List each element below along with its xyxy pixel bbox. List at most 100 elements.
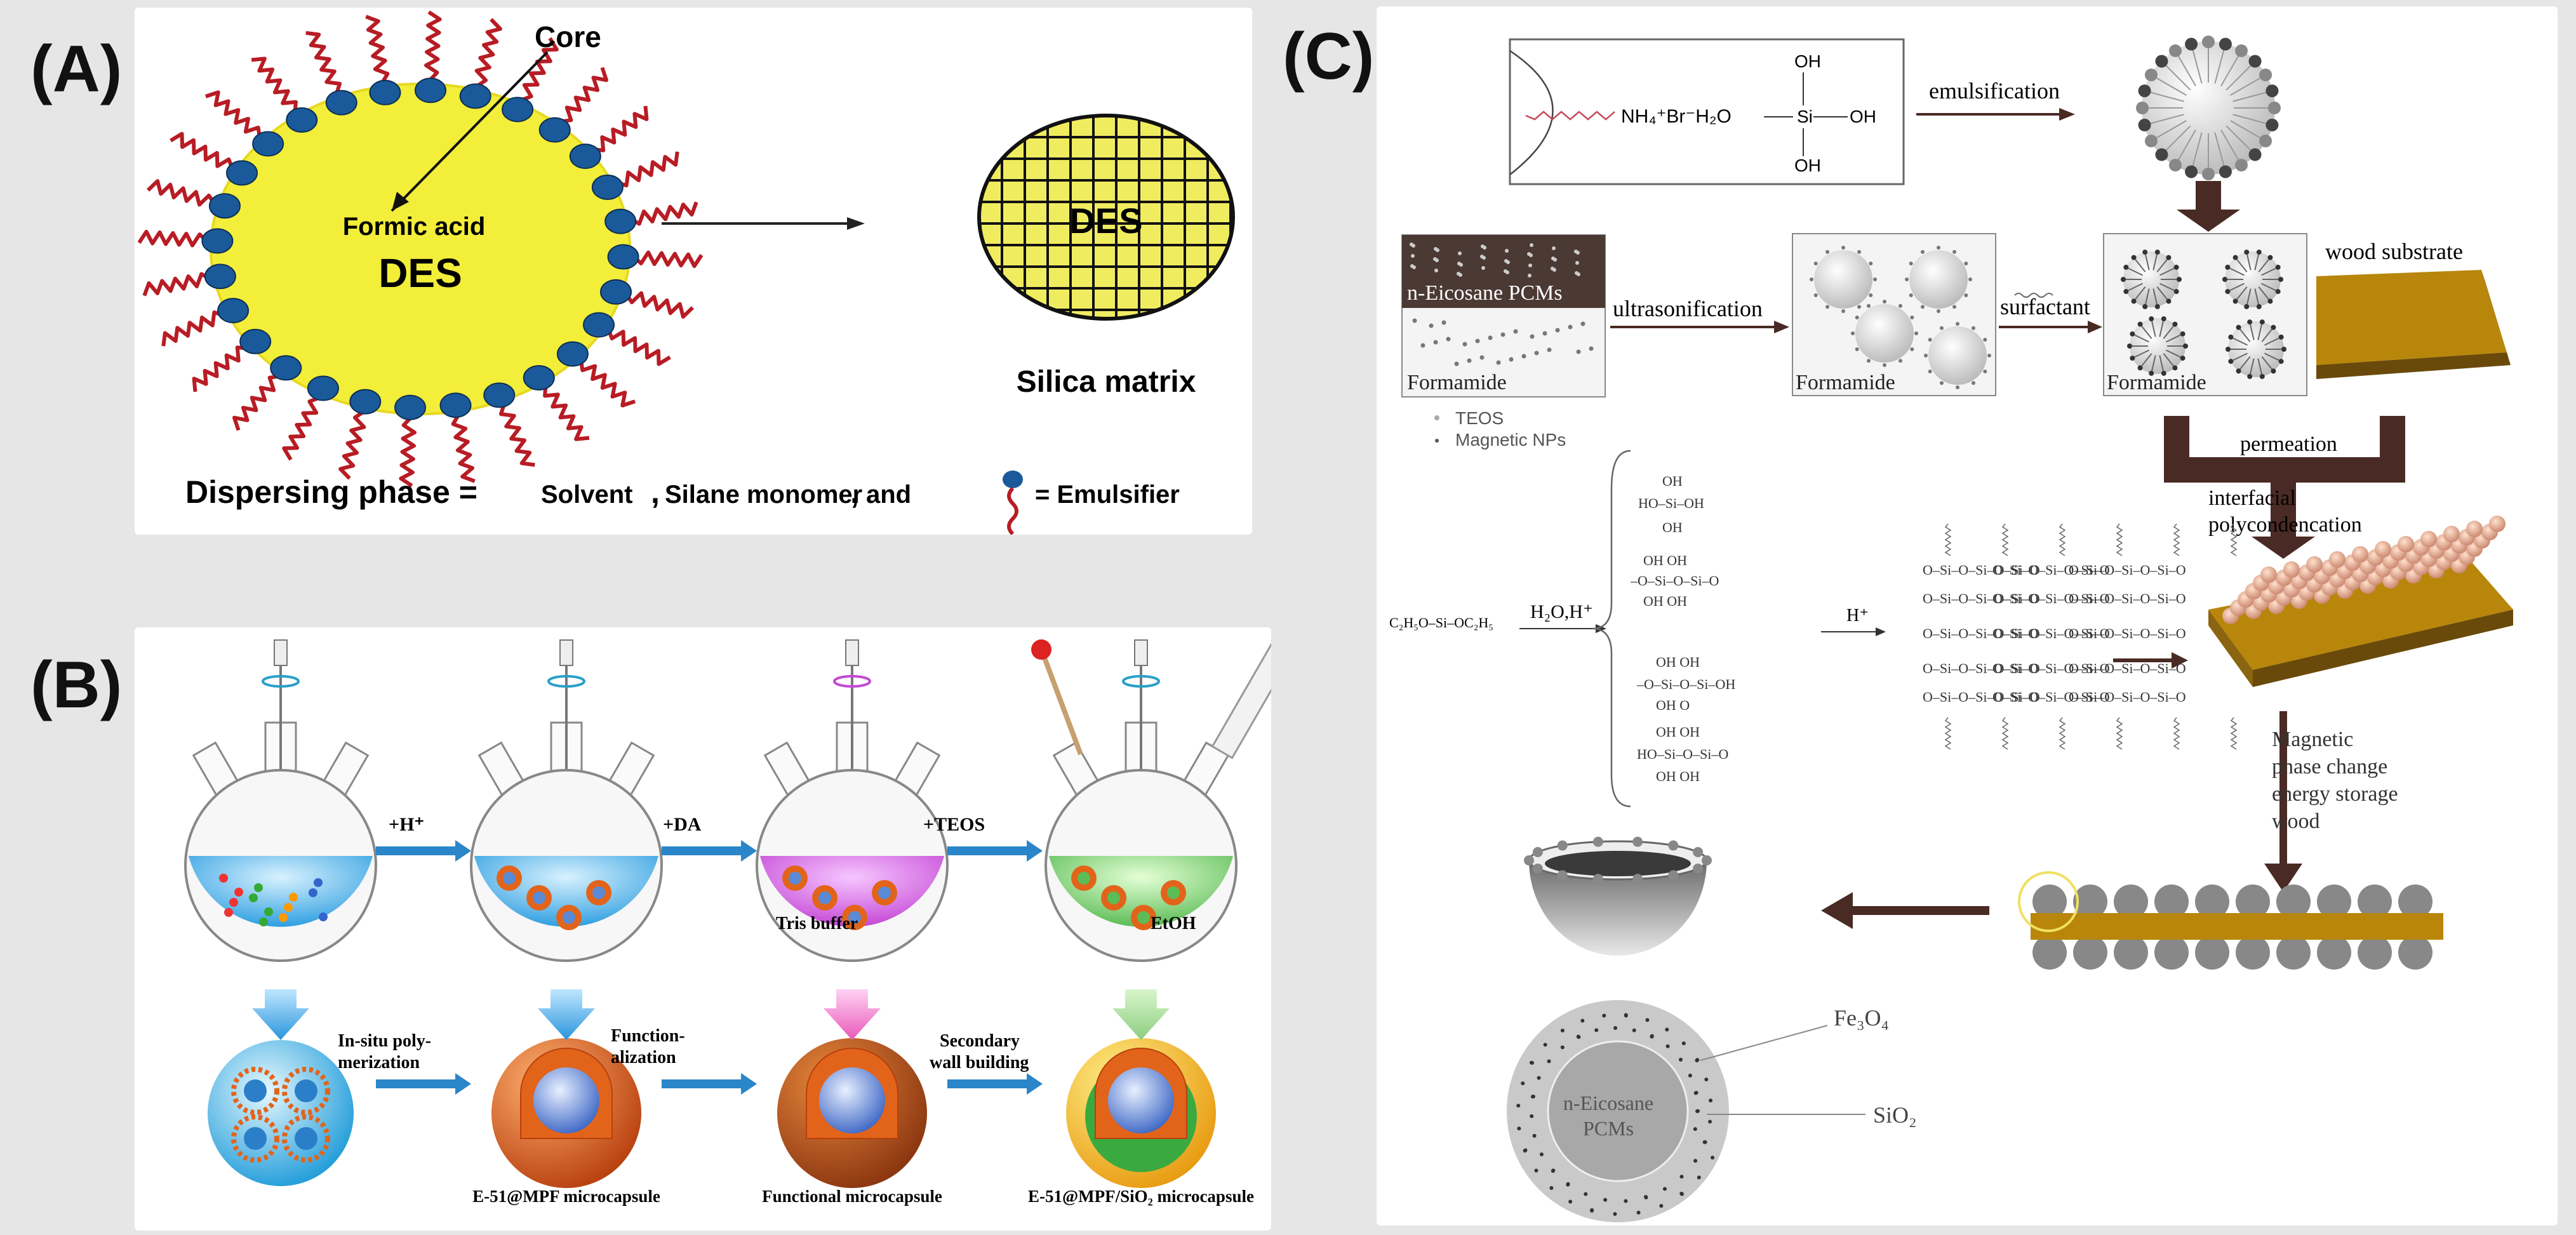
legend-prefix: Dispersing phase = (185, 474, 477, 510)
emulsifier-head (369, 79, 401, 105)
micelle-head (2138, 118, 2151, 131)
micelle-head (2266, 118, 2279, 131)
dot (1529, 253, 1533, 257)
silica-matrix-particle (977, 114, 1235, 321)
np-dot (1928, 338, 1932, 342)
droplet-ring (231, 1067, 279, 1115)
micelle-chain (2230, 120, 2262, 139)
surfactant-chain (2134, 349, 2149, 358)
dot (1576, 349, 1581, 354)
caption-e51-sio2: E-51@MPF/SiO₂ microcapsule (1028, 1187, 1254, 1206)
core-pointer-head (392, 192, 409, 211)
micelle-chain (2165, 64, 2191, 91)
surfactant-head (2271, 324, 2276, 330)
fe3o4-particle (1703, 1140, 1707, 1144)
fe3o4-particle (1695, 1058, 1700, 1062)
capsule-core (789, 872, 801, 885)
np-dot (1905, 277, 1909, 281)
surfactant-head (2154, 304, 2160, 309)
microcapsule-spheres (208, 1038, 1216, 1188)
dot (1528, 264, 1532, 267)
surfactant-head (2247, 373, 2253, 379)
emulsifier-head (459, 83, 491, 109)
np-dot (1841, 246, 1845, 250)
atom-label: OH OH (1643, 593, 1687, 609)
wood-substrate (2316, 270, 2511, 379)
surfactant-head (2131, 255, 2137, 260)
dot (1436, 248, 1439, 252)
droplet-ring (282, 1067, 330, 1115)
dot (1542, 331, 1547, 336)
pcm-core (1547, 1040, 1689, 1182)
silanol-oh-bottom: OH (1794, 156, 1821, 175)
surfactant-chain (2239, 356, 2251, 370)
surfactant-head (2183, 344, 2188, 349)
down-arrow (538, 989, 595, 1040)
coated-sphere (2443, 526, 2460, 542)
atom-label: OH OH (1656, 724, 1700, 740)
dot (1475, 338, 1480, 344)
coated-sphere (2398, 536, 2414, 552)
micelle-head (2266, 84, 2279, 98)
particle (234, 888, 243, 897)
dropper (1040, 651, 1083, 756)
dot (1411, 254, 1415, 258)
insitu-label-1: In-situ poly- (338, 1031, 431, 1051)
step-h-label: +H⁺ (389, 814, 424, 835)
surfactant-chain (2141, 353, 2152, 366)
emulsifier-head (502, 97, 534, 123)
sphere-top (2032, 885, 2067, 919)
np-dot (1869, 293, 1873, 297)
microcapsule-core (533, 1067, 599, 1133)
emulsifier-tail (170, 131, 234, 168)
np-dot (1869, 262, 1873, 265)
micelle-head (2155, 55, 2168, 68)
surfactant-head (2228, 334, 2234, 340)
coated-wood-substrate (2208, 516, 2513, 687)
emulsion-sphere (208, 1040, 354, 1186)
emulsifier-tail (204, 90, 262, 137)
emulsifier-head (523, 365, 555, 391)
emulsifier-head (225, 160, 258, 186)
droplet-core (295, 1127, 317, 1150)
emulsifier-head (204, 264, 236, 290)
fe3o4-particle (1636, 1210, 1641, 1215)
emulsifier-molecules (137, 10, 704, 488)
micelle-chain (2230, 77, 2262, 96)
dot (1547, 347, 1552, 352)
particle (264, 907, 273, 916)
fe3o4-particle (1709, 1098, 1713, 1103)
bowl-rim-sphere (1693, 864, 1704, 874)
pcm-droplets (1810, 246, 1991, 389)
surfactant-head (2142, 250, 2148, 255)
emulsifier-head (607, 244, 639, 270)
surfactant-head (2161, 316, 2166, 322)
np-dot (1914, 331, 1918, 335)
atom-label: HO–Si–O–Si–O (1637, 746, 1728, 762)
emulsifier-head (604, 208, 637, 234)
fe3o4-particle (1560, 1029, 1565, 1032)
capsule-core (1137, 911, 1150, 924)
dot (1420, 343, 1425, 348)
dot (1483, 246, 1486, 250)
magnetic-label-3: energy storage (2272, 782, 2398, 806)
surfactant-chain (2145, 288, 2150, 305)
np-dot (1855, 347, 1859, 351)
dot (1506, 260, 1510, 264)
surfactant-head (2278, 334, 2284, 340)
network-row: O–Si–O–Si–O–Si–O (1923, 591, 2040, 606)
sphere-top (2398, 885, 2433, 919)
network-chain (2173, 717, 2180, 750)
surfactant-chain (2236, 286, 2248, 300)
silanol-oh-top: OH (1794, 51, 1821, 71)
magnetic-label-4: wood (2272, 810, 2320, 833)
capsule-core (563, 911, 575, 924)
formamide-label-2: Formamide (1796, 371, 1895, 394)
dot (1575, 261, 1579, 265)
micelle-head (2144, 69, 2158, 81)
surfactant-chain (2135, 286, 2146, 300)
surfactant-chain (2246, 254, 2252, 270)
fe3o4-particle (1537, 1076, 1541, 1080)
fe3o4-particle (1523, 1149, 1527, 1153)
silanol-oh-right: OH (1850, 107, 1876, 126)
